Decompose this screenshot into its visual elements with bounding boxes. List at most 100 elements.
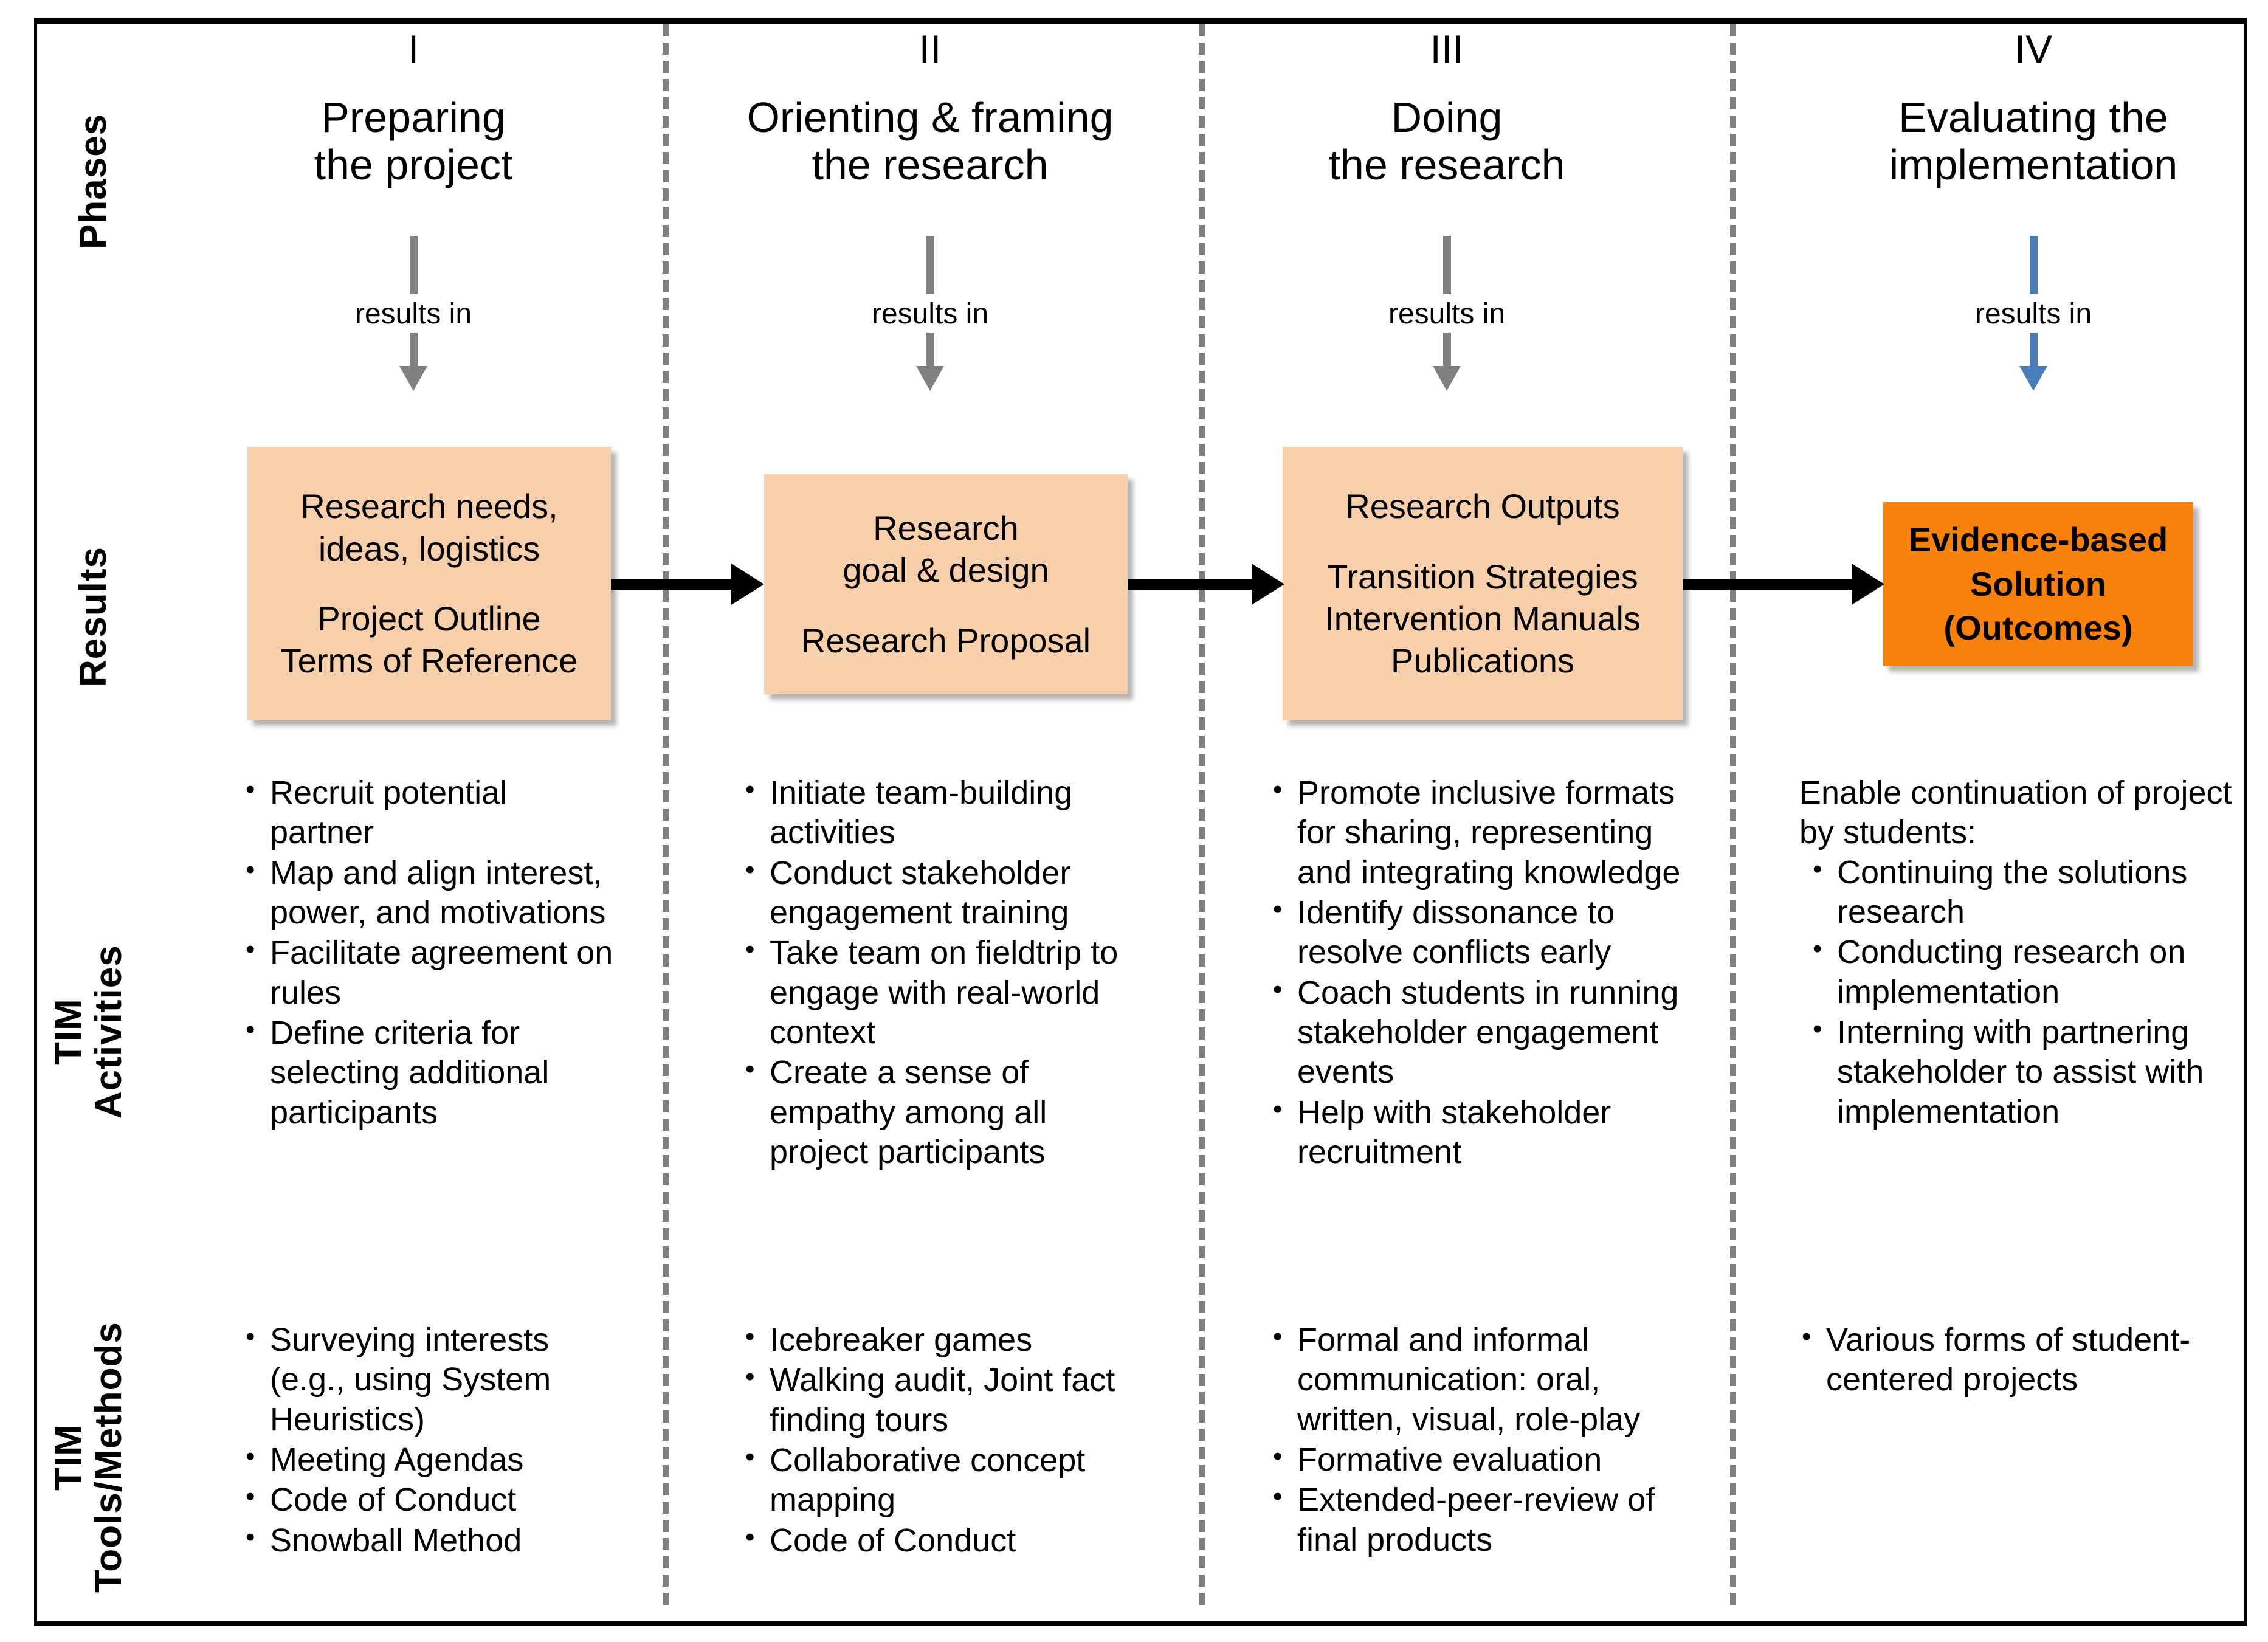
result-box-2-line-2: Research Proposal — [801, 621, 1091, 660]
result-box-2-line-1: goal & design — [843, 551, 1049, 590]
list-item: Facilitate agreement on rules — [243, 932, 620, 1013]
connector-1: results in — [304, 236, 523, 391]
column-separator-2 — [1199, 24, 1205, 1605]
list-item: Take team on fieldtrip to engage with re… — [743, 932, 1144, 1052]
phase-title-1-line2: the project — [314, 141, 513, 189]
list-item: Continuing the solutions research — [1810, 852, 2237, 933]
result-box-1-line-3: Terms of Reference — [280, 641, 578, 680]
list-item: Snowball Method — [243, 1520, 620, 1561]
connector-1-arrow-icon — [304, 333, 523, 391]
column-numeral-2: II — [919, 27, 942, 72]
tools-list-1: Surveying interests (e.g., using System … — [243, 1319, 620, 1561]
activities-column-2: Initiate team-building activities Conduc… — [743, 772, 1144, 1173]
list-item: Extended-peer-review of final products — [1270, 1479, 1696, 1560]
column-header-3: III Doing the research — [1277, 29, 1617, 189]
row-label-activities: TIM Activities — [47, 945, 129, 1119]
result-box-4-line-2: (Outcomes) — [1943, 609, 2133, 647]
phase-title-4: Evaluating the implementation — [1854, 94, 2213, 189]
phase-title-3-line1: Doing — [1391, 94, 1503, 141]
list-item: Meeting Agendas — [243, 1439, 620, 1480]
list-item: Help with stakeholder recruitment — [1270, 1092, 1690, 1173]
connector-4-label: results in — [1974, 298, 2092, 330]
result-box-3-line-3: Publications — [1391, 641, 1574, 680]
row-label-tools-line1: TIM — [47, 1424, 89, 1491]
phase-title-3-line2: the research — [1328, 141, 1565, 189]
list-item: Promote inclusive formats for sharing, r… — [1270, 772, 1690, 892]
column-numeral-3: III — [1430, 27, 1464, 72]
list-item: Conducting research on implementation — [1810, 931, 2237, 1012]
result-box-1-line-0: Research needs, — [300, 487, 558, 526]
list-item: Formative evaluation — [1270, 1439, 1696, 1480]
tools-column-4: Various forms of student-centered projec… — [1799, 1319, 2231, 1401]
phase-title-3: Doing the research — [1277, 94, 1617, 189]
phase-title-2-line1: Orienting & framing — [746, 94, 1114, 141]
connector-2-label: results in — [871, 298, 989, 330]
phase-title-4-line2: implementation — [1889, 141, 2178, 189]
connector-4-stem — [2029, 236, 2038, 294]
activities-column-4: Enable continuation of project by studen… — [1799, 773, 2237, 1133]
diagram-frame — [34, 18, 2247, 1626]
row-label-phases: Phases — [72, 113, 114, 249]
connector-3-arrow-icon — [1337, 333, 1556, 391]
result-box-3-line-0: Research Outputs — [1345, 487, 1620, 526]
flow-arrow-3-to-4 — [1683, 564, 1884, 605]
column-header-2: II Orienting & framing the research — [723, 29, 1137, 189]
list-item: Recruit potential partner — [243, 772, 620, 853]
activities-list-3: Promote inclusive formats for sharing, r… — [1270, 772, 1690, 1173]
list-item: Various forms of student-centered projec… — [1799, 1319, 2231, 1400]
column-numeral-4: IV — [2014, 27, 2053, 72]
flow-arrow-1-to-2 — [611, 564, 764, 605]
list-item: Define criteria for selecting additional… — [243, 1012, 620, 1133]
result-box-4-line-0: Evidence-based — [1908, 520, 2168, 559]
tools-list-3: Formal and informal communication: oral,… — [1270, 1319, 1696, 1560]
phase-title-1: Preparing the project — [243, 94, 584, 189]
list-item: Formal and informal communication: oral,… — [1270, 1319, 1696, 1440]
phase-title-2: Orienting & framing the research — [723, 94, 1137, 189]
list-item: Map and align interest, power, and motiv… — [243, 852, 620, 933]
result-box-2: Research goal & design Research Proposal — [764, 474, 1128, 694]
column-separator-1 — [663, 24, 669, 1605]
flow-arrow-2-to-3 — [1128, 564, 1284, 605]
list-item: Create a sense of empathy among all proj… — [743, 1052, 1144, 1172]
list-item: Code of Conduct — [743, 1520, 1156, 1561]
connector-3: results in — [1337, 236, 1556, 391]
column-numeral-1: I — [407, 27, 419, 72]
activities-lead-4: Enable continuation of project by studen… — [1799, 774, 2232, 851]
row-label-tools-line2: Tools/Methods — [87, 1322, 129, 1593]
list-item: Code of Conduct — [243, 1479, 620, 1520]
connector-2-stem — [926, 236, 934, 294]
list-item: Interning with partnering stakeholder to… — [1810, 1012, 2237, 1132]
connector-1-label: results in — [354, 298, 472, 330]
activities-column-1: Recruit potential partner Map and align … — [243, 772, 620, 1133]
column-header-1: I Preparing the project — [243, 29, 584, 189]
connector-1-stem — [409, 236, 418, 294]
result-box-1-line-1: ideas, logistics — [318, 529, 540, 568]
connector-4-arrow-icon — [1924, 333, 2143, 391]
phase-title-4-line1: Evaluating the — [1898, 94, 2168, 141]
list-item: Surveying interests (e.g., using System … — [243, 1319, 620, 1440]
result-box-1: Research needs, ideas, logistics Project… — [247, 447, 611, 720]
connector-4: results in — [1924, 236, 2143, 391]
connector-2: results in — [821, 236, 1039, 391]
result-box-3: Research Outputs Transition Strategies I… — [1283, 447, 1683, 720]
result-box-1-line-2: Project Outline — [317, 599, 541, 638]
activities-list-2: Initiate team-building activities Conduc… — [743, 772, 1144, 1172]
connector-2-arrow-icon — [821, 333, 1039, 391]
list-item: Initiate team-building activities — [743, 772, 1144, 853]
column-separator-3 — [1730, 24, 1736, 1605]
row-label-results: Results — [72, 547, 114, 687]
list-item: Coach students in running stakeholder en… — [1270, 972, 1690, 1092]
row-label-activities-line1: TIM — [47, 998, 89, 1066]
result-box-3-line-1: Transition Strategies — [1327, 557, 1638, 596]
result-box-4: Evidence-based Solution (Outcomes) — [1883, 502, 2193, 666]
connector-3-stem — [1442, 236, 1451, 294]
activities-list-1: Recruit potential partner Map and align … — [243, 772, 620, 1133]
tools-column-1: Surveying interests (e.g., using System … — [243, 1319, 620, 1561]
tools-list-4: Various forms of student-centered projec… — [1799, 1319, 2231, 1400]
column-header-4: IV Evaluating the implementation — [1854, 29, 2213, 189]
list-item: Walking audit, Joint fact finding tours — [743, 1359, 1156, 1440]
phase-title-2-line2: the research — [812, 141, 1049, 189]
tools-list-2: Icebreaker games Walking audit, Joint fa… — [743, 1319, 1156, 1561]
row-label-activities-line2: Activities — [87, 945, 129, 1119]
